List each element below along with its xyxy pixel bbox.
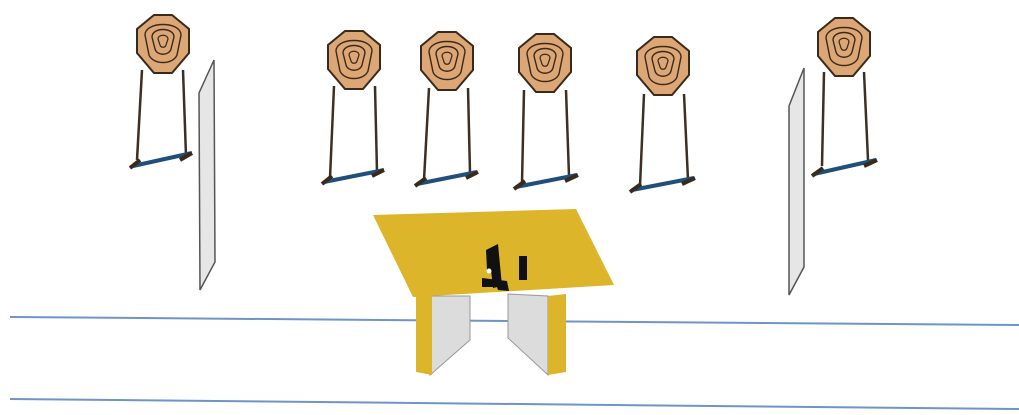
target-stand-3 <box>415 88 478 186</box>
target-stand-5 <box>630 94 695 192</box>
steel-target-1 <box>137 15 189 73</box>
target-stand-1 <box>130 70 192 168</box>
steel-target-2 <box>328 31 380 89</box>
table-leg-left <box>430 296 470 375</box>
steel-target-6 <box>818 18 870 76</box>
fault-line-rear <box>10 399 1019 409</box>
steel-target-4 <box>519 34 571 92</box>
magazine-icon <box>519 256 527 280</box>
target-stand-4 <box>514 90 578 189</box>
steel-target-5 <box>637 37 689 95</box>
target-stand-6 <box>812 72 877 176</box>
no-shoot-left <box>199 60 215 290</box>
no-shoot-right <box>789 68 804 295</box>
target-stand-2 <box>322 86 384 184</box>
steel-target-3 <box>421 32 473 90</box>
start-table <box>373 209 614 375</box>
table-leg-right <box>508 294 548 375</box>
